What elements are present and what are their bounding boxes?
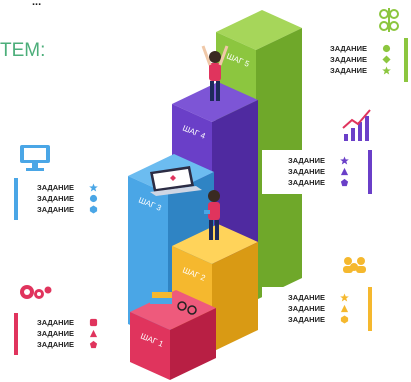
task-label: ЗАДАНИЕ <box>37 205 74 214</box>
star-icon <box>340 156 349 165</box>
task-label: ЗАДАНИЕ <box>288 178 325 187</box>
task-row: ЗАДАНИЕ <box>330 54 391 65</box>
task-row: ЗАДАНИЕ <box>37 328 98 339</box>
square-icon <box>89 318 98 327</box>
task-row: ЗАДАНИЕ <box>288 166 349 177</box>
task-row: ЗАДАНИЕ <box>330 65 391 76</box>
task-label: ЗАДАНИЕ <box>288 304 325 313</box>
task-label: ЗАДАНИЕ <box>330 55 367 64</box>
task-label: ЗАДАНИЕ <box>37 183 74 192</box>
group-accent-bar <box>14 313 18 355</box>
task-label: ЗАДАНИЕ <box>288 315 325 324</box>
header-top-text: ... <box>32 0 42 8</box>
task-row: ЗАДАНИЕ <box>37 182 98 193</box>
gears-icon <box>20 285 52 299</box>
page-title-fragment: TEM: <box>0 40 46 61</box>
pentagon-icon <box>89 340 98 349</box>
books-icon <box>150 292 197 315</box>
task-label: ЗАДАНИЕ <box>288 156 325 165</box>
step-1-block <box>130 290 216 380</box>
task-label: ЗАДАНИЕ <box>288 293 325 302</box>
group-accent-bar <box>368 150 372 194</box>
triangle-icon <box>340 167 349 176</box>
circle-icon <box>382 44 391 53</box>
hexagon-icon <box>340 315 349 324</box>
people-icon <box>343 257 366 273</box>
task-group-step5: ЗАДАНИЕ ЗАДАНИЕ ЗАДАНИЕ <box>304 38 408 82</box>
circle-icon <box>89 194 98 203</box>
task-row: ЗАДАНИЕ <box>288 155 349 166</box>
task-label: ЗАДАНИЕ <box>37 329 74 338</box>
star-icon <box>89 183 98 192</box>
laptop-icon <box>150 166 202 196</box>
person-cheering-icon <box>201 45 229 101</box>
task-group-step2: ЗАДАНИЕ ЗАДАНИЕ ЗАДАНИЕ <box>262 287 372 331</box>
star-icon <box>340 293 349 302</box>
task-row: ЗАДАНИЕ <box>330 43 391 54</box>
task-label: ЗАДАНИЕ <box>330 66 367 75</box>
task-row: ЗАДАНИЕ <box>288 177 349 188</box>
task-label: ЗАДАНИЕ <box>37 194 74 203</box>
task-row: ЗАДАНИЕ <box>288 292 349 303</box>
task-group-step1: ЗАДАНИЕ ЗАДАНИЕ ЗАДАНИЕ <box>14 313 114 355</box>
task-label: ЗАДАНИЕ <box>37 340 74 349</box>
monitor-icon <box>20 145 50 171</box>
growth-chart-icon <box>342 109 371 141</box>
group-accent-bar <box>368 287 372 331</box>
hexagon-icon <box>89 205 98 214</box>
star-icon <box>382 66 391 75</box>
triangle-icon <box>89 329 98 338</box>
task-row: ЗАДАНИЕ <box>37 204 98 215</box>
task-group-step3: ЗАДАНИЕ ЗАДАНИЕ ЗАДАНИЕ <box>14 178 114 220</box>
group-accent-bar <box>14 178 18 220</box>
diamond-icon <box>382 55 391 64</box>
pentagon-icon <box>340 178 349 187</box>
task-group-step4: ЗАДАНИЕ ЗАДАНИЕ ЗАДАНИЕ <box>262 150 372 194</box>
group-accent-bar <box>404 38 408 82</box>
task-row: ЗАДАНИЕ <box>37 317 98 328</box>
task-row: ЗАДАНИЕ <box>288 314 349 325</box>
task-row: ЗАДАНИЕ <box>37 339 98 350</box>
task-label: ЗАДАНИЕ <box>37 318 74 327</box>
person-girl-icon <box>204 190 220 240</box>
task-row: ЗАДАНИЕ <box>288 303 349 314</box>
network-icon <box>379 8 399 32</box>
triangle-icon <box>340 304 349 313</box>
task-row: ЗАДАНИЕ <box>37 193 98 204</box>
task-label: ЗАДАНИЕ <box>330 44 367 53</box>
task-label: ЗАДАНИЕ <box>288 167 325 176</box>
